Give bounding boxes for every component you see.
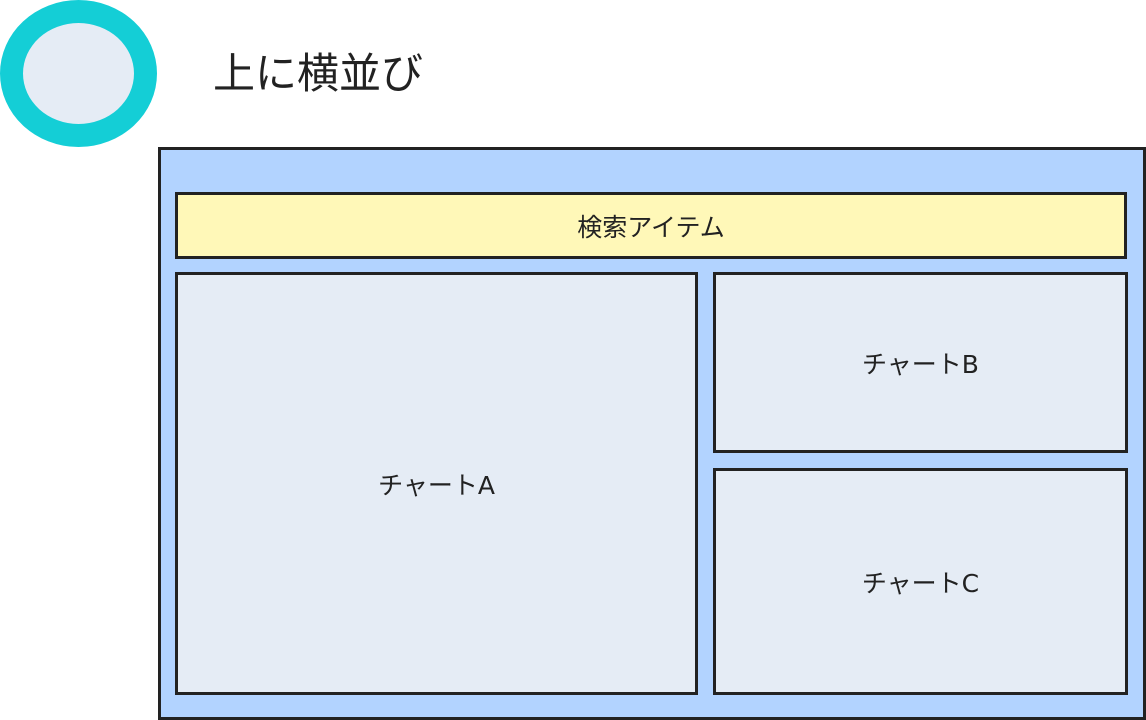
chart-a-box: チャートA [175, 272, 698, 695]
search-item-box: 検索アイテム [175, 192, 1127, 259]
diagram-title: 上に横並び [213, 49, 424, 98]
chart-c-label: チャートC [861, 568, 980, 598]
chart-b-label: チャートB [862, 349, 979, 379]
chart-a-label: チャートA [378, 470, 495, 500]
circle-marker-icon [0, 0, 157, 147]
search-item-label: 検索アイテム [577, 212, 725, 242]
chart-c-box: チャートC [713, 468, 1128, 695]
chart-b-box: チャートB [713, 272, 1128, 453]
